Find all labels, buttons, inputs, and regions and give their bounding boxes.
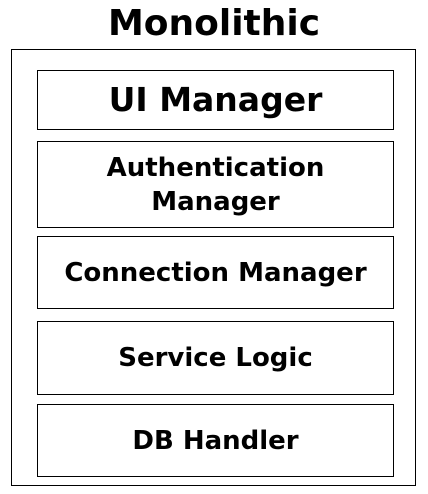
ui-manager-label: UI Manager [108,80,323,119]
db-handler-box: DB Handler [37,404,394,477]
authentication-manager-label: Authentication Manager [106,152,325,217]
service-logic-label: Service Logic [118,343,313,373]
diagram-title: Monolithic [107,3,321,44]
connection-manager-label: Connection Manager [64,257,367,288]
ui-manager-box: UI Manager [37,70,394,130]
db-handler-label: DB Handler [132,425,299,456]
service-logic-box: Service Logic [37,321,394,395]
connection-manager-box: Connection Manager [37,236,394,309]
authentication-manager-box: Authentication Manager [37,141,394,228]
monolithic-container [11,49,416,486]
